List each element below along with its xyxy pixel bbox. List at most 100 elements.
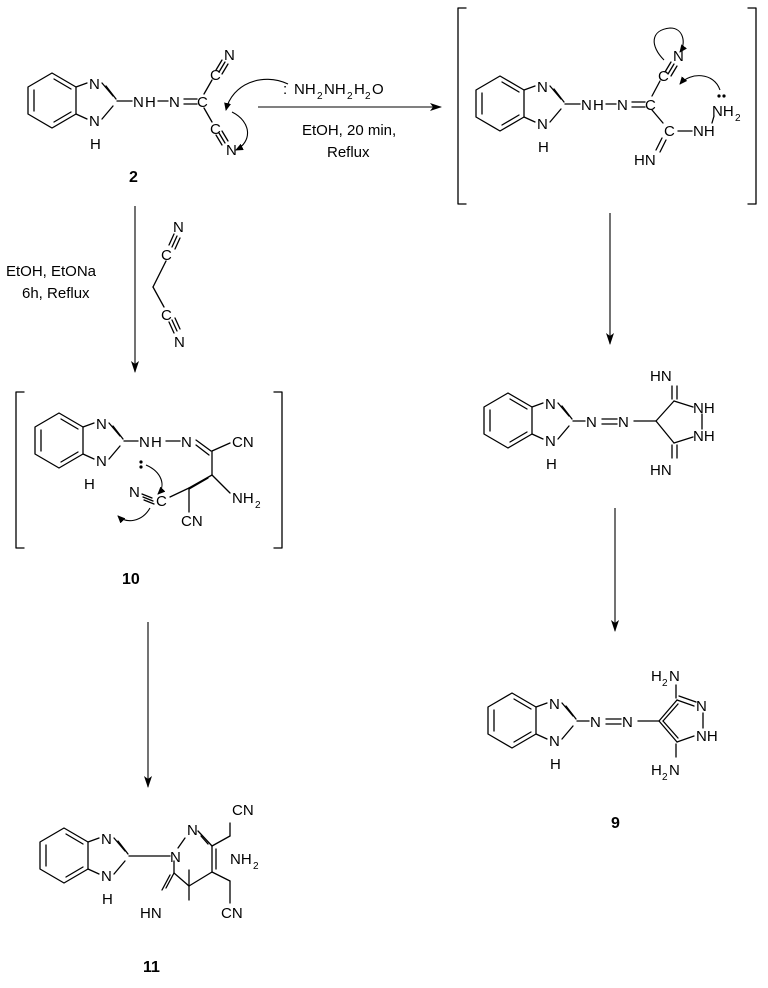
atom-n: N [173,219,184,236]
reagent-text: O [372,81,384,98]
lone-pair-dot [717,94,721,98]
atom-c: C [161,307,172,324]
atom-cn: CN [221,905,243,922]
atom-h2n: N [669,668,680,685]
intermediate-10-bracket [15,391,283,549]
compound-10-structure: N N H N H N CN NH 2 C N CN [34,412,261,530]
lone-pair-dot [722,94,726,98]
atom-n: N [696,698,707,715]
reagent-sub: 2 [347,91,353,102]
atom-sub: 2 [662,772,668,783]
condition-text: Reflux [327,144,370,161]
atom-n: N [224,47,235,64]
curly-arrow [653,27,687,61]
nh2-group: NH 2 [712,103,741,124]
atom-n: N [174,334,185,351]
atom-nh: N [101,868,112,885]
atom-h2n: H [651,668,662,685]
atom-hn: HN [634,152,656,169]
atom-h2n: H [651,762,662,779]
atom-nh: NH [693,428,715,445]
atom-sub: 2 [662,678,668,689]
atom-h: H [151,434,162,451]
hydrazine-adduct-intermediate: N N H N H N C C N C NH HN NH 2 [475,27,741,169]
condition-text: 6h, Reflux [22,285,90,302]
atom-n: N [549,696,560,713]
curly-arrow [231,111,249,151]
malononitrile-reagent: N C C N [152,219,185,351]
condition-text: EtOH, EtONa [6,263,97,280]
atom-nh: N [545,433,556,450]
atom-h2n: N [669,762,680,779]
nh2-group: NH 2 [230,851,259,872]
reagent-text: NH [324,81,346,98]
atom-hn: HN [140,905,162,922]
atom-c: C [210,121,221,138]
atom-n: N [129,484,140,501]
atom-sub: 2 [735,113,741,124]
atom-n: N [89,76,100,93]
curly-arrow [224,78,289,111]
compound-11-structure: N N H N N CN NH 2 CN HN [39,802,259,922]
reagent-text: H [354,81,365,98]
atom-h: H [90,136,101,153]
compound-label-10: 10 [122,571,140,588]
atom-c: C [197,94,208,111]
amino-group: H 2 N [651,668,680,689]
compound-2-structure: N N H N H N C C N C N [27,47,289,159]
atom-h: H [145,94,156,111]
atom-h: H [593,97,604,114]
atom-sub: 2 [255,500,261,511]
atom-h: H [550,756,561,773]
atom-nh: NH [696,728,718,745]
amino-group: H 2 N [651,762,680,783]
bond [711,115,715,124]
atom-h: H [102,891,113,908]
atom-hn: HN [650,368,672,385]
atom-sub: 2 [253,861,259,872]
atom-nh: NH [693,123,715,140]
atom-n: N [139,434,150,451]
atom-n: N [537,79,548,96]
atom-n: N [581,97,592,114]
atom-nh2: NH [712,103,734,120]
atom-cn: CN [232,434,254,451]
atom-h: H [538,139,549,156]
atom-nh2: NH [232,490,254,507]
atom-n: N [170,849,181,866]
atom-cn: CN [232,802,254,819]
lone-pair-dot [139,460,143,464]
atom-n: N [586,414,597,431]
nh2-group: NH 2 [232,490,261,511]
atom-c: C [658,68,669,85]
atom-nh: N [537,116,548,133]
atom-c: C [664,123,675,140]
atom-n: N [133,94,144,111]
diiminopyrazolidine-intermediate: N N H N N HN NH NH HN [483,368,715,479]
atom-cn: CN [181,513,203,530]
lone-pair: : [283,81,287,98]
lone-pair-dot [139,465,143,469]
atom-c: C [156,493,167,510]
reagent-sub: 2 [317,91,323,102]
atom-h: H [84,476,95,493]
compound-9-structure: N N H N N H 2 N N NH H 2 N [487,668,718,783]
atom-n: N [618,414,629,431]
hydrazine-reagent: : NH 2 NH 2 H 2 O [283,81,384,102]
condition-text: EtOH, 20 min, [302,122,396,139]
atom-c: C [645,97,656,114]
atom-nh2: NH [230,851,252,868]
atom-n: N [590,714,601,731]
atom-n: N [622,714,633,731]
curly-arrow [145,464,166,495]
atom-n: N [169,94,180,111]
reagent-text: NH [294,81,316,98]
atom-c: C [210,67,221,84]
atom-nh: N [96,453,107,470]
compound-label-2: 2 [129,169,138,186]
atom-n: N [617,97,628,114]
atom-c: C [161,247,172,264]
compound-label-9: 9 [611,815,620,832]
atom-n: N [181,434,192,451]
